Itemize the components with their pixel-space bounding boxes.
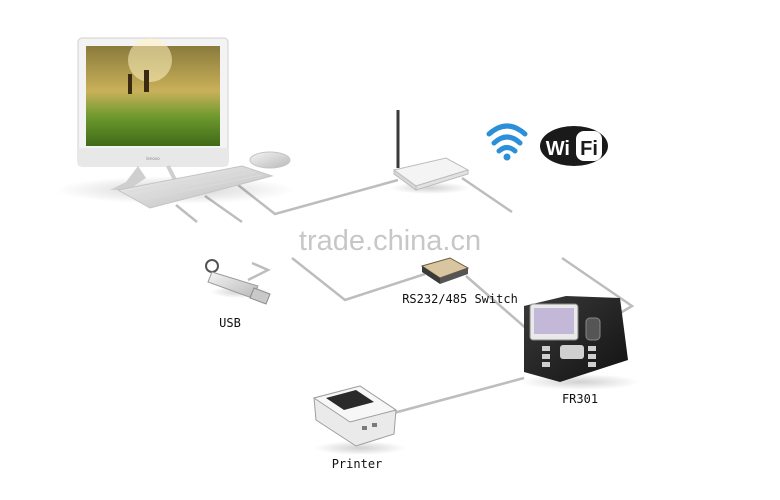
cable-printer-to-terminal bbox=[389, 376, 525, 416]
cable-pc-to-usb bbox=[175, 204, 198, 223]
printer-icon bbox=[312, 385, 406, 455]
svg-text:Fi: Fi bbox=[580, 138, 598, 160]
fr301-label: FR301 bbox=[562, 392, 598, 406]
fr301-terminal-icon bbox=[520, 296, 640, 390]
router-icon bbox=[390, 110, 470, 194]
mouse-icon bbox=[249, 151, 291, 169]
printer-label: Printer bbox=[332, 457, 383, 471]
watermark-text: trade.china.cn bbox=[299, 225, 481, 257]
wifi-logo: Wi Fi bbox=[540, 126, 608, 166]
cable-usb-to-hub bbox=[247, 261, 271, 282]
usb-drive-icon bbox=[205, 259, 271, 305]
cable-router-to-terminal bbox=[461, 176, 513, 214]
wifi-signal-icon bbox=[486, 123, 528, 161]
cable-switch-to-terminal bbox=[465, 275, 529, 331]
svg-text:Wi: Wi bbox=[546, 138, 570, 160]
monitor-brand-text: lenovo bbox=[146, 156, 160, 161]
keyboard-icon bbox=[116, 165, 274, 209]
usb-label: USB bbox=[219, 316, 241, 330]
rs232-switch-icon bbox=[420, 257, 470, 284]
switch-label: RS232/485 Switch bbox=[402, 292, 518, 306]
cable-switch-left bbox=[291, 257, 426, 302]
